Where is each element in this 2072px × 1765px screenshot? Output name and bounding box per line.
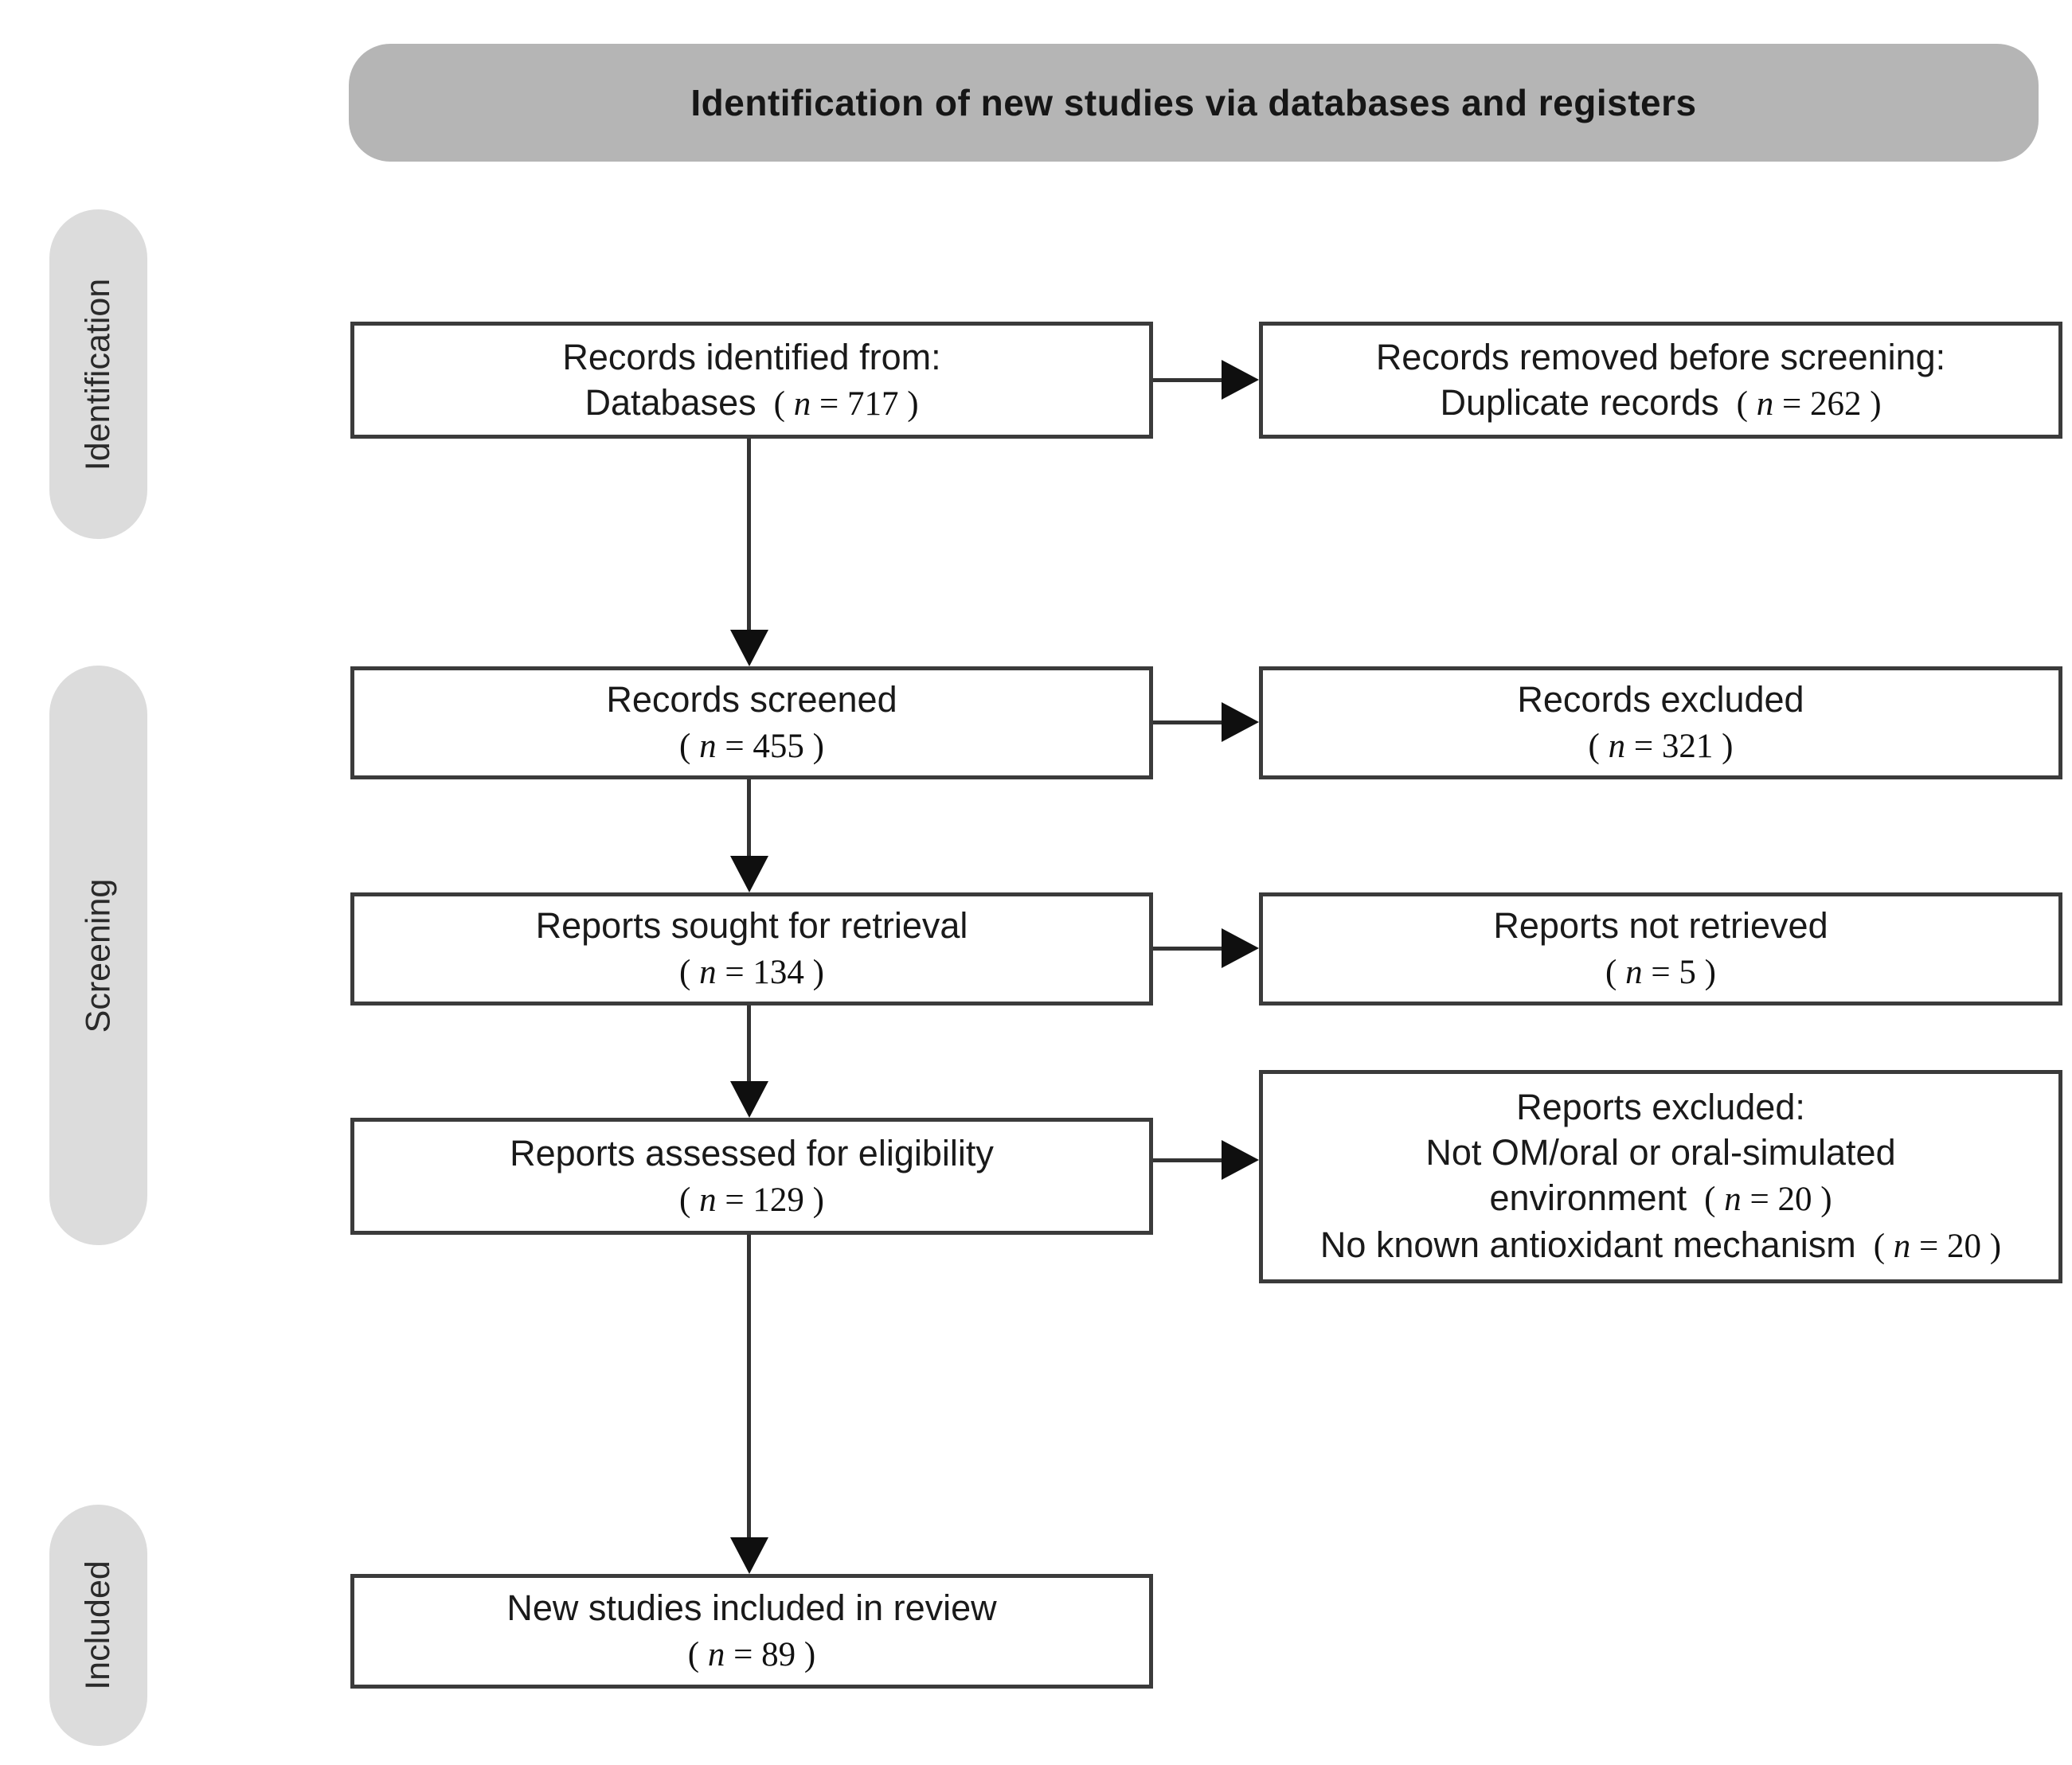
box-text: Reports assessed for eligibility — [510, 1132, 994, 1173]
arrow-screened-to-sought-line — [747, 779, 751, 857]
count-text: ( n = 321 ) — [1588, 728, 1734, 765]
count-text: ( n = 134 ) — [679, 954, 824, 991]
box-text: Records removed before screening: — [1375, 336, 1946, 377]
box-text: Reports excluded: — [1516, 1087, 1805, 1127]
box-text: No known antioxidant mechanism — [1319, 1224, 1856, 1265]
stage-label-included: Included — [79, 1560, 118, 1690]
arrow-identified-to-screened-line — [747, 439, 751, 631]
count-text: ( n = 129 ) — [679, 1181, 824, 1219]
n-variable: n — [699, 1181, 717, 1219]
flow-box-new-studies-included-in-review: New studies included in review ( n = 89 ) — [350, 1574, 1153, 1689]
box-line: Reports excluded: — [1516, 1084, 1805, 1130]
box-line: New studies included in review — [506, 1585, 996, 1630]
box-line: Duplicate records ( n = 262 ) — [1440, 380, 1881, 427]
box-line: No known antioxidant mechanism ( n = 20 ) — [1320, 1222, 2001, 1269]
n-variable: n — [1893, 1228, 1911, 1265]
arrow-assessed-to-included-head-icon — [730, 1537, 768, 1574]
flow-box-reports-sought-for-retrieval: Reports sought for retrieval ( n = 134 ) — [350, 892, 1153, 1006]
arrow-screened-to-excluded-line — [1153, 720, 1223, 724]
arrow-assessed-to-included-line — [747, 1235, 751, 1539]
box-text: Records screened — [606, 679, 897, 720]
box-text: Reports not retrieved — [1493, 905, 1828, 946]
count-text: ( n = 20 ) — [1873, 1228, 2002, 1265]
box-line: ( n = 134 ) — [679, 948, 824, 995]
arrow-screened-to-sought-head-icon — [730, 856, 768, 892]
flow-box-reports-assessed-for-eligibility: Reports assessed for eligibility ( n = 12… — [350, 1118, 1153, 1235]
arrow-identified-to-screened-head-icon — [730, 630, 768, 666]
box-line: Records excluded — [1517, 677, 1804, 722]
n-variable: n — [699, 728, 717, 765]
box-text: New studies included in review — [506, 1587, 997, 1628]
n-variable: n — [707, 1636, 725, 1673]
arrow-assessed-to-reports-excluded-head-icon — [1222, 1140, 1259, 1180]
box-line: Reports assessed for eligibility — [510, 1130, 994, 1176]
box-line: ( n = 321 ) — [1589, 722, 1734, 769]
arrow-sought-to-assessed-head-icon — [730, 1081, 768, 1118]
count-text: ( n = 717 ) — [773, 385, 919, 423]
box-line: Records identified from: — [562, 334, 940, 380]
box-text: Reports sought for retrieval — [535, 905, 968, 946]
box-text: Records excluded — [1517, 679, 1804, 720]
header-banner: Identification of new studies via databa… — [349, 44, 2039, 162]
box-line: Records removed before screening: — [1376, 334, 1945, 380]
arrow-sought-to-not-retrieved-line — [1153, 947, 1223, 951]
n-variable: n — [1756, 385, 1774, 423]
box-text: Databases — [584, 381, 756, 423]
flow-box-records-screened: Records screened ( n = 455 ) — [350, 666, 1153, 779]
count-text: ( n = 20 ) — [1704, 1181, 1832, 1218]
arrow-assessed-to-reports-excluded-line — [1153, 1158, 1223, 1162]
box-line: Not OM/oral or oral-simulated — [1425, 1130, 1895, 1175]
stage-pill-included: Included — [49, 1505, 147, 1746]
n-variable: n — [1724, 1181, 1742, 1218]
n-variable: n — [1625, 954, 1643, 991]
arrow-identified-to-removed-head-icon — [1222, 360, 1259, 400]
flow-box-reports-not-retrieved: Reports not retrieved ( n = 5 ) — [1259, 892, 2062, 1006]
flow-box-records-removed-before-screening: Records removed before screening:Duplica… — [1259, 322, 2062, 439]
count-text: ( n = 455 ) — [679, 728, 824, 765]
arrow-identified-to-removed-line — [1153, 378, 1223, 382]
box-line: ( n = 455 ) — [679, 722, 824, 769]
arrow-sought-to-assessed-line — [747, 1006, 751, 1083]
n-variable: n — [1608, 728, 1626, 765]
diagram-title: Identification of new studies via databa… — [690, 82, 1697, 123]
n-variable: n — [793, 385, 811, 423]
box-line: Databases ( n = 717 ) — [584, 380, 918, 427]
arrow-sought-to-not-retrieved-head-icon — [1222, 928, 1259, 968]
box-line: ( n = 5 ) — [1605, 948, 1716, 995]
stage-pill-screening: Screening — [49, 666, 147, 1245]
arrow-screened-to-excluded-head-icon — [1222, 702, 1259, 742]
stage-label-identification: Identification — [79, 278, 117, 471]
box-line: Reports sought for retrieval — [536, 903, 968, 948]
count-text: ( n = 262 ) — [1736, 385, 1882, 423]
count-text: ( n = 5 ) — [1605, 954, 1716, 991]
box-line: ( n = 129 ) — [679, 1176, 824, 1223]
flow-box-records-excluded: Records excluded ( n = 321 ) — [1259, 666, 2062, 779]
box-text: Records identified from: — [562, 336, 941, 377]
flow-box-reports-excluded: Reports excluded: Not OM/oral or oral-sim… — [1259, 1070, 2062, 1283]
box-line: environment ( n = 20 ) — [1489, 1175, 1832, 1222]
box-text: Not OM/oral or oral-simulated — [1425, 1132, 1896, 1173]
box-line: Records screened — [606, 677, 897, 722]
stage-label-screening: Screening — [79, 878, 118, 1033]
stage-pill-identification: Identification — [49, 209, 147, 539]
box-text: Duplicate records — [1440, 381, 1719, 423]
box-text: environment — [1489, 1177, 1687, 1218]
n-variable: n — [699, 954, 717, 991]
flow-box-records-identified: Records identified from:Databases ( n = 7… — [350, 322, 1153, 439]
count-text: ( n = 89 ) — [687, 1636, 816, 1673]
box-line: ( n = 89 ) — [688, 1630, 815, 1677]
box-line: Reports not retrieved — [1493, 903, 1828, 948]
